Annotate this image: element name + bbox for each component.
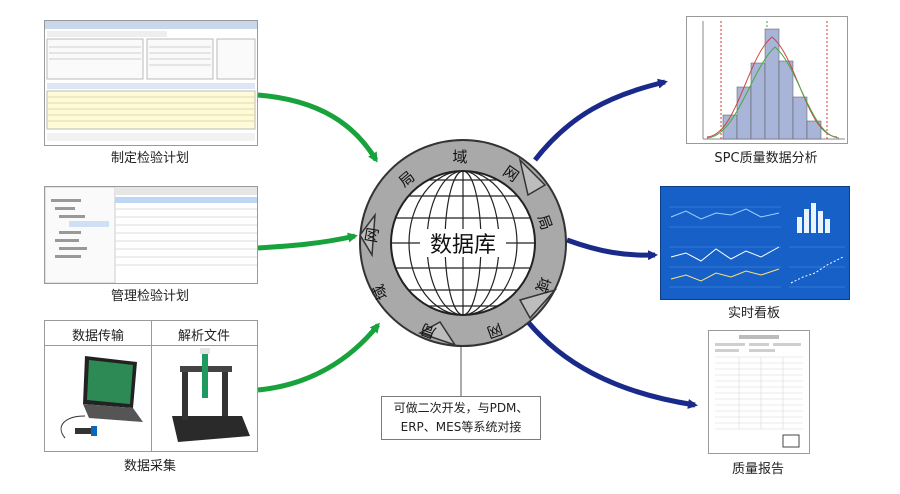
report-art bbox=[715, 335, 803, 448]
arrow-manage-to-db bbox=[257, 232, 358, 251]
collect-panel: 数据传输 解析文件 bbox=[44, 320, 258, 452]
cmm-illustration bbox=[172, 348, 250, 442]
collect-header-transfer: 数据传输 bbox=[71, 329, 124, 344]
spc-screenshot bbox=[686, 16, 848, 144]
ring-segment-marks bbox=[359, 157, 558, 347]
note-line-2: ERP、MES等系统对接 bbox=[400, 420, 522, 434]
board-caption: 实时看板 bbox=[727, 306, 780, 321]
report-caption: 质量报告 bbox=[731, 462, 784, 477]
laptop-illustration bbox=[60, 356, 143, 439]
note-line-1: 可做二次开发，与PDM、 bbox=[393, 401, 529, 415]
collect-header-parse: 解析文件 bbox=[177, 329, 230, 344]
plan-caption: 制定检验计划 bbox=[110, 151, 189, 166]
ring-char-6: 网 bbox=[485, 320, 505, 342]
manage-screenshot bbox=[44, 186, 258, 284]
board-screenshot bbox=[660, 186, 850, 300]
collect-caption: 数据采集 bbox=[123, 459, 176, 474]
arrow-collect-to-db bbox=[257, 322, 380, 393]
board-art bbox=[661, 187, 849, 299]
arrow-db-to-board bbox=[566, 237, 658, 261]
ring-char-8: 域 bbox=[369, 282, 392, 303]
integration-note: 可做二次开发，与PDM、 ERP、MES等系统对接 bbox=[381, 396, 541, 440]
db-label-bg bbox=[420, 229, 506, 257]
report-screenshot bbox=[708, 330, 810, 454]
ring-char-2: 域 bbox=[452, 148, 467, 166]
arrow-db-to-spc bbox=[533, 78, 668, 162]
spc-histogram bbox=[702, 21, 845, 140]
spc-caption: SPC质量数据分析 bbox=[714, 151, 818, 166]
ring-char-9: 网 bbox=[362, 226, 382, 244]
arrow-plan-to-db bbox=[257, 92, 379, 163]
manage-screenshot-art bbox=[45, 187, 257, 283]
ring-char-5: 域 bbox=[532, 275, 554, 295]
arrow-db-to-report bbox=[526, 320, 698, 409]
ring-char-7: 局 bbox=[418, 320, 438, 342]
db-label: 数据库 bbox=[430, 233, 496, 258]
plan-screenshot-art bbox=[45, 21, 257, 141]
plan-screenshot bbox=[44, 20, 258, 146]
manage-caption: 管理检验计划 bbox=[110, 289, 189, 304]
ring-char-4: 局 bbox=[534, 212, 556, 232]
